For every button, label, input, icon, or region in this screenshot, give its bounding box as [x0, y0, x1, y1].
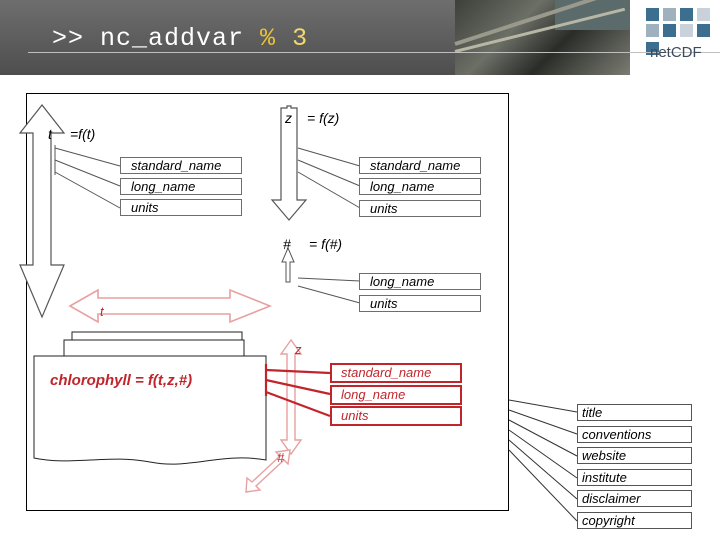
variable-name: chlorophyll = f(t,z,#)	[50, 372, 193, 389]
t-dimension-name: t	[48, 126, 52, 142]
variable-pages	[33, 331, 267, 465]
z-dimension-name: z	[285, 110, 292, 126]
global-attr-copyright: copyright	[577, 512, 692, 529]
t-horizontal-arrow	[68, 288, 273, 324]
z-attr-long-name: long_name	[359, 178, 481, 195]
logo-square	[680, 24, 693, 37]
hash-dimension-equation: = f(#)	[309, 236, 343, 252]
slide-title: >> nc_addvar % 3	[52, 24, 308, 53]
global-attr-title: title	[577, 404, 692, 421]
logo-square	[646, 24, 659, 37]
global-attr-disclaimer: disclaimer	[577, 490, 692, 507]
t-attr-standard-name: standard_name	[120, 157, 242, 174]
logo-square	[697, 24, 710, 37]
global-attr-connectors	[508, 399, 578, 522]
variable-hash-arrow	[245, 449, 291, 493]
title-underline	[28, 52, 720, 53]
t-attr-units: units	[120, 199, 242, 216]
logo-square	[646, 42, 659, 55]
variable-attr-units: units	[330, 406, 462, 426]
logo-square	[663, 24, 676, 37]
header-band	[0, 0, 455, 75]
logo-square	[697, 8, 710, 21]
z-attr-standard-name: standard_name	[359, 157, 481, 174]
hash-attr-connectors	[297, 277, 361, 304]
global-attr-institute: institute	[577, 469, 692, 486]
variable-attr-long-name: long_name	[330, 385, 462, 405]
variable-dim-z-label: z	[295, 342, 302, 357]
logo-square	[680, 8, 693, 21]
hash-dimension-name: #	[283, 236, 291, 252]
z-attr-units: units	[359, 200, 481, 217]
variable-z-arrow	[279, 338, 303, 456]
slide-header: >> nc_addvar % 3 netCDF	[0, 0, 720, 75]
netcdf-logo-text: netCDF	[650, 44, 702, 61]
logo-square	[646, 8, 659, 21]
variable-attr-connectors	[264, 364, 331, 418]
variable-dim-hash-label: #	[277, 450, 285, 465]
logo-square	[663, 8, 676, 21]
global-attr-website: website	[577, 447, 692, 464]
z-dimension-equation: = f(z)	[307, 110, 340, 126]
z-dimension-arrow	[270, 105, 308, 221]
hash-attr-units: units	[359, 295, 481, 312]
hash-attr-long-name: long_name	[359, 273, 481, 290]
variable-dim-t-label: t	[100, 304, 104, 319]
hash-dimension-arrow	[281, 246, 295, 283]
t-dimension-arrow	[18, 104, 66, 319]
t-dimension-equation: =f(t)	[70, 126, 96, 142]
t-attr-connectors	[54, 145, 121, 209]
netcdf-logo	[630, 0, 720, 75]
bridge-photo	[454, 0, 630, 75]
t-attr-long-name: long_name	[120, 178, 242, 195]
title-command: >> nc_addvar	[52, 24, 261, 53]
z-attr-connectors	[297, 147, 361, 209]
global-attr-conventions: conventions	[577, 426, 692, 443]
title-step-number: 3	[276, 24, 309, 53]
title-percent: %	[260, 24, 277, 53]
variable-attr-standard-name: standard_name	[330, 363, 462, 383]
